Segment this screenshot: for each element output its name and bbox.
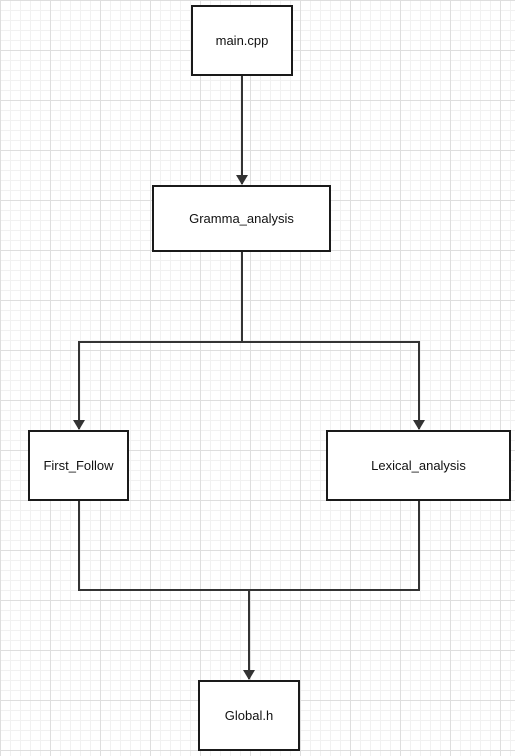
node-global-h[interactable]: Global.h: [198, 680, 300, 751]
edge-gramma-to-lex: [242, 341, 425, 430]
edge-gramma-to-first: [73, 252, 243, 430]
node-label: Lexical_analysis: [371, 458, 466, 473]
node-label: Global.h: [224, 708, 274, 723]
node-lexical-analysis[interactable]: Lexical_analysis: [326, 430, 511, 501]
node-label: First_Follow: [43, 458, 114, 473]
node-label: Gramma_analysis: [189, 211, 294, 226]
node-gramma-analysis[interactable]: Gramma_analysis: [152, 185, 331, 252]
node-main-cpp[interactable]: main.cpp: [191, 5, 293, 76]
edge-first-to-global: [78, 501, 255, 680]
node-first-follow[interactable]: First_Follow: [28, 430, 129, 501]
node-label: main.cpp: [215, 33, 269, 48]
edge-lex-to-global: [249, 501, 420, 591]
